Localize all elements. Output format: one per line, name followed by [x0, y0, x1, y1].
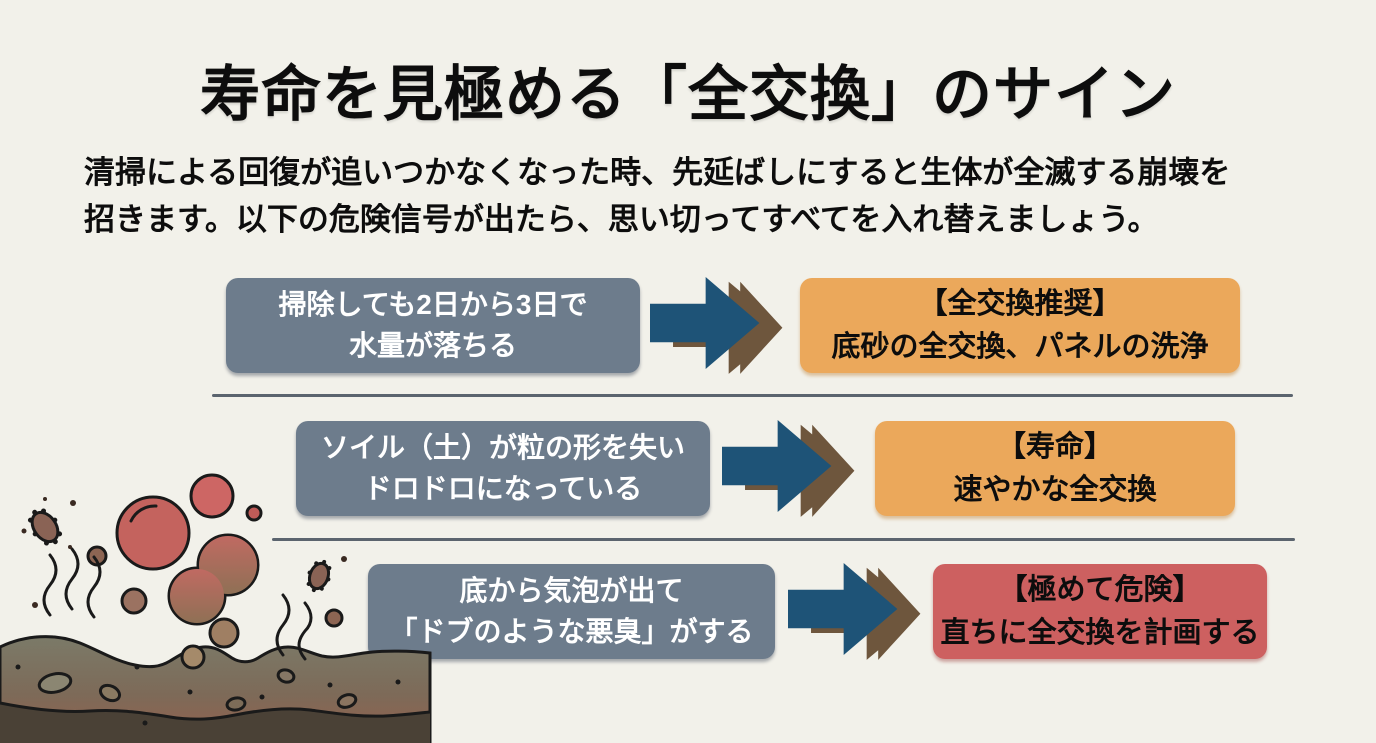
sign-1-line-2: 水量が落ちる: [348, 329, 517, 361]
sign-box-2: ソイル（土）が粒の形を失い ドロドロになっている: [296, 421, 710, 516]
double-arrow-right-icon: [722, 419, 855, 517]
sign-2-line-1: ソイル（土）が粒の形を失い: [320, 431, 685, 463]
double-arrow-right-icon: [788, 562, 921, 660]
action-2-line-2: 速やかな全交換: [953, 473, 1157, 506]
action-box-2: 【寿命】 速やかな全交換: [875, 421, 1235, 516]
dirty-substrate-bubbles-illustration: [0, 473, 432, 743]
sign-box-3: 底から気泡が出て 「ドブのような悪臭」がする: [368, 564, 775, 659]
action-box-3: 【極めて危険】 直ちに全交換を計画する: [933, 564, 1267, 659]
action-1-line-1: 【全交換推奨】: [918, 288, 1122, 321]
pebble: [98, 683, 122, 703]
action-3-line-1: 【極めて危険】: [998, 574, 1202, 607]
pebble: [276, 668, 296, 684]
action-box-1: 【全交換推奨】 底砂の全交換、パネルの洗浄: [800, 278, 1240, 373]
sign-1-line-1: 掃除しても2日から3日で: [278, 288, 588, 320]
bubble: [208, 617, 240, 649]
action-3-line-2: 直ちに全交換を計画する: [940, 616, 1260, 649]
sign-box-1: 掃除しても2日から3日で 水量が落ちる: [226, 278, 640, 373]
sign-3-line-2: 「ドブのような悪臭」がする: [389, 615, 754, 647]
subtitle-line-2: 招きます。以下の危険信号が出たら、思い切ってすべてを入れ替えましょう。: [84, 201, 1159, 237]
action-2-line-1: 【寿命】: [996, 431, 1113, 464]
action-1-line-2: 底砂の全交換、パネルの洗浄: [831, 330, 1209, 363]
bubble-group: [86, 473, 344, 670]
stink-lines: [42, 547, 313, 661]
germ-icon: [32, 556, 347, 608]
bubble: [324, 608, 344, 628]
sludge-blob: [167, 533, 260, 626]
bubble: [120, 587, 148, 615]
sediment-layer: [0, 635, 432, 743]
double-arrow-right-icon: [650, 276, 783, 374]
pebble: [37, 672, 73, 694]
big-bubble: [115, 495, 191, 571]
pebble: [336, 693, 358, 709]
sign-3-line-1: 底から気泡が出て: [459, 574, 684, 606]
page-subtitle: 清掃による回復が追いつかなくなった時、先延ばしにすると生体が全滅する崩壊を 招き…: [84, 150, 1324, 243]
subtitle-line-1: 清掃による回復が追いつかなくなった時、先延ばしにすると生体が全滅する崩壊を: [84, 155, 1231, 190]
pebble: [225, 696, 247, 712]
germ-icon: [21, 497, 76, 549]
page-title: 寿命を見極める「全交換」のサイン: [200, 61, 1176, 128]
bubble: [86, 545, 108, 567]
row-divider-2: [272, 538, 1295, 541]
sign-2-line-2: ドロドロになっている: [363, 472, 643, 504]
row-divider-1: [212, 394, 1293, 397]
bubble: [245, 504, 263, 522]
bubble: [180, 644, 206, 670]
bubble: [189, 473, 235, 519]
